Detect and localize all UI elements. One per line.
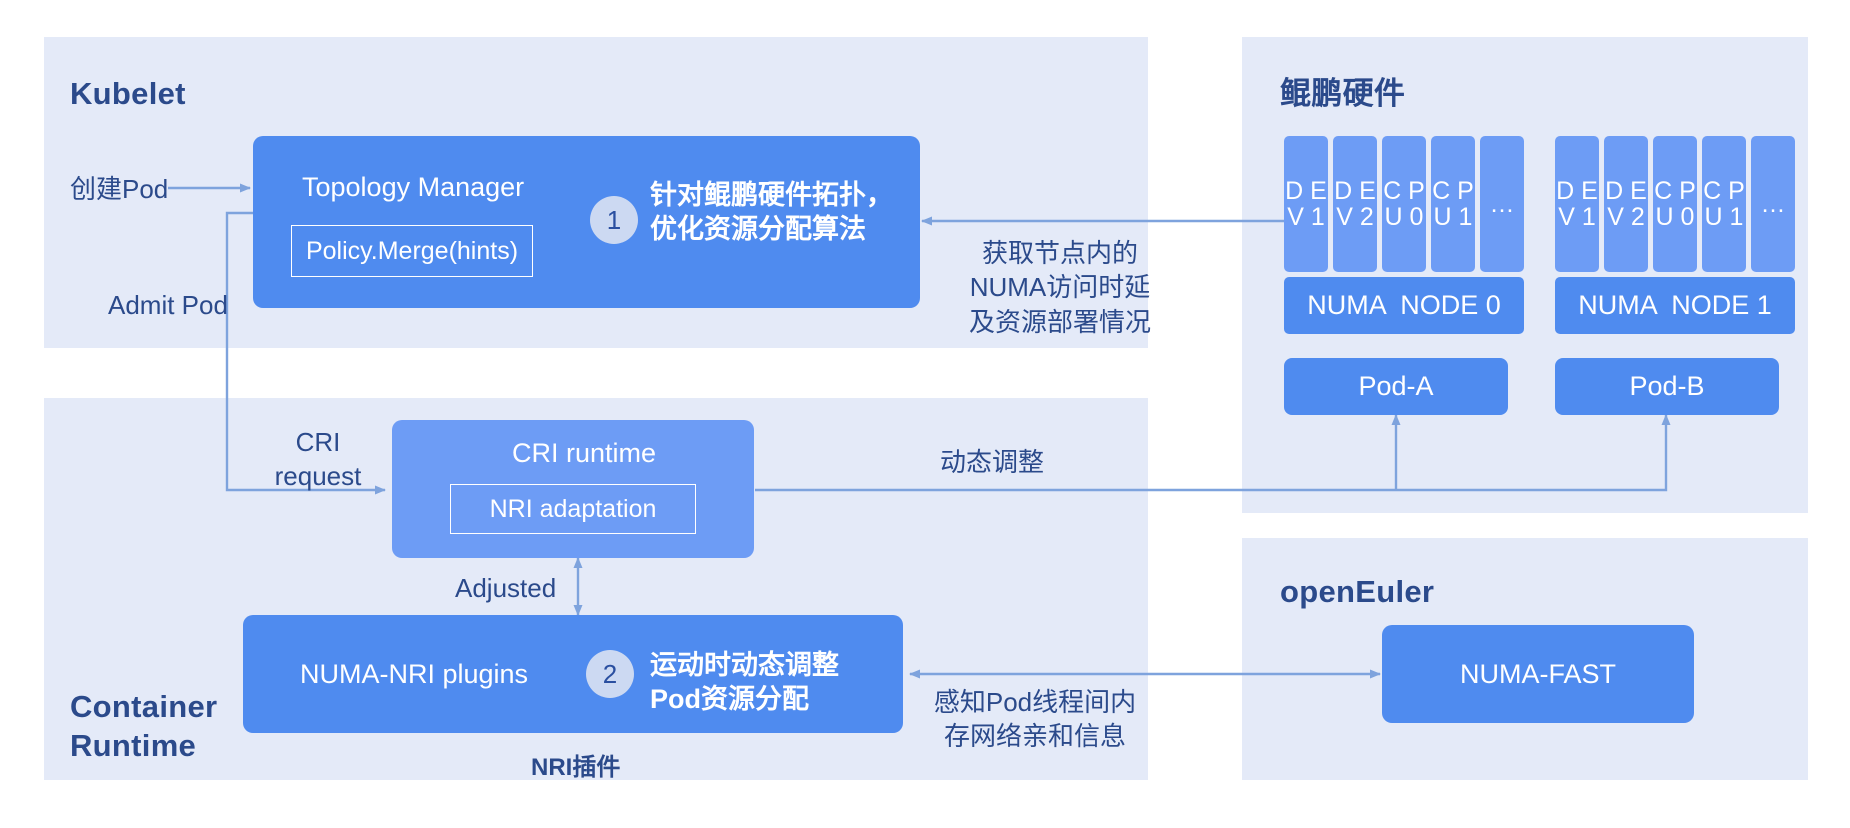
- hw-unit-cpu1-node1: C P U 1: [1702, 136, 1746, 272]
- box-cri-runtime[interactable]: [392, 420, 754, 558]
- hw-unit-cpu1-node0: C P U 1: [1431, 136, 1475, 272]
- numa-nri-plugins-title: NUMA-NRI plugins: [300, 659, 529, 689]
- panel-title-openeuler: openEuler: [1280, 574, 1435, 609]
- panel-title-kubelet: Kubelet: [70, 76, 186, 111]
- topology-manager-title: Topology Manager: [302, 172, 525, 202]
- cri-runtime-title: CRI runtime: [512, 438, 657, 468]
- topology-manager-policy-merge[interactable]: Policy.Merge(hints): [291, 225, 533, 277]
- numa-node-1-label: NUMA NODE 1: [1555, 277, 1795, 334]
- annotation-text-2: 运动时动态调整 Pod资源分配: [650, 650, 839, 715]
- nri-plugins-caption: NRI插件: [531, 754, 621, 781]
- edge-label-create-pod: 创建Pod: [70, 174, 169, 204]
- box-topology-manager[interactable]: [253, 136, 920, 308]
- hw-unit-dev1-node0: D E V 1: [1284, 136, 1328, 272]
- panel-title-container-runtime: Container Runtime: [70, 689, 218, 763]
- pod-box-b[interactable]: Pod-B: [1555, 358, 1779, 415]
- cri-runtime-nri-adaptation[interactable]: NRI adaptation: [450, 484, 696, 534]
- edge-label-dynamic-adjust: 动态调整: [940, 447, 1045, 477]
- annotation-badge-2: 2: [586, 650, 634, 698]
- edge-label-admit-pod: Admit Pod: [108, 290, 228, 320]
- hw-unit-dev2-node0: D E V 2: [1333, 136, 1377, 272]
- hw-unit-dev2-node1: D E V 2: [1604, 136, 1648, 272]
- pod-box-a[interactable]: Pod-A: [1284, 358, 1508, 415]
- panel-title-hardware: 鲲鹏硬件: [1280, 76, 1406, 111]
- hw-unit-dev1-node1: D E V 1: [1555, 136, 1599, 272]
- box-numa-nri-plugins[interactable]: [243, 615, 903, 733]
- hw-unit-cpu0-node0: C P U 0: [1382, 136, 1426, 272]
- numa-node-0-label: NUMA NODE 0: [1284, 277, 1524, 334]
- annotation-text-1: 针对鲲鹏硬件拓扑， 优化资源分配算法: [650, 180, 893, 245]
- annotation-badge-1: 1: [590, 196, 638, 244]
- hw-unit-cpu0-node1: C P U 0: [1653, 136, 1697, 272]
- hw-unit-ellipsis-node0: …: [1480, 136, 1524, 272]
- edge-label-affinity-info: 感知Pod线程间内 存网络亲和信息: [933, 687, 1137, 752]
- edge-label-adjusted: Adjusted: [455, 573, 557, 603]
- box-numa-fast[interactable]: NUMA-FAST: [1382, 625, 1694, 723]
- hw-unit-ellipsis-node1: …: [1751, 136, 1795, 272]
- edge-label-cri-request: CRI request: [274, 427, 362, 492]
- edge-label-numa-query: 获取节点内的 NUMA访问时延 及资源部署情况: [968, 238, 1151, 337]
